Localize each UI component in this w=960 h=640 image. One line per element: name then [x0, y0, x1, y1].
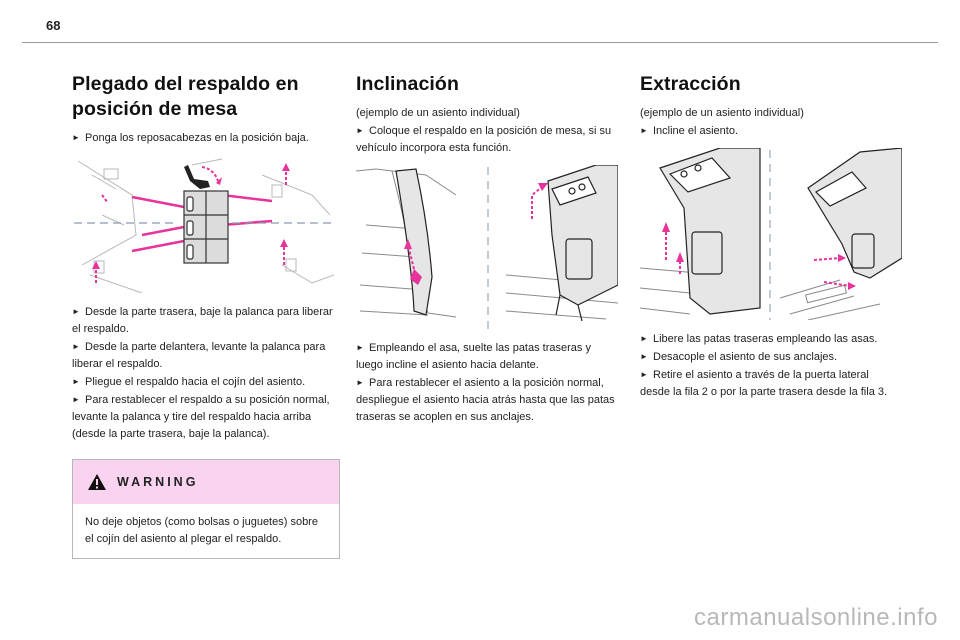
step-headrests: ► Ponga los reposacabezas en la posición … — [72, 129, 340, 147]
step-2: ► Desacople el asiento de sus anclajes. — [640, 348, 900, 366]
bullet-arrow-icon: ► — [72, 377, 80, 386]
warning-header: WARNING — [73, 460, 339, 504]
step-3: ►Retire el asiento a través de la puerta… — [640, 366, 900, 401]
step-text: Pliegue el respaldo hacia el cojín del a… — [85, 376, 306, 388]
bullet-arrow-icon: ► — [72, 342, 80, 351]
bullet-arrow-icon: ► — [640, 334, 648, 343]
step-text: Coloque el respaldo en la posición de me… — [356, 125, 612, 154]
bullet-arrow-icon: ► — [356, 343, 364, 352]
page-number: 68 — [46, 18, 61, 33]
bullet-arrow-icon: ► — [640, 352, 648, 361]
intro-step: ► Incline el asiento. — [640, 122, 900, 140]
bullet-arrow-icon: ► — [356, 378, 364, 387]
step-text: Desde la parte delantera, levante la pal… — [72, 341, 326, 370]
section-title-tilt: Inclinación — [356, 73, 459, 95]
warning-text: No deje objetos (como bolsas o juguetes)… — [85, 516, 318, 545]
bullet-arrow-icon: ► — [640, 370, 648, 379]
watermark: carmanualsonline.info — [694, 604, 938, 631]
bullet-arrow-icon: ► — [72, 133, 80, 142]
warning-triangle-icon — [88, 474, 106, 490]
bullet-arrow-icon: ► — [72, 307, 80, 316]
step-text: Para restablecer el respaldo a su posici… — [72, 394, 330, 440]
step-text: Desacople el asiento de sus anclajes. — [653, 351, 838, 363]
bullet-arrow-icon: ► — [72, 395, 80, 404]
title-line-2: posición de mesa — [72, 98, 238, 120]
warning-box: WARNING No deje objetos (como bolsas o j… — [72, 459, 340, 559]
step-1: ►Empleando el asa, suelte las patas tras… — [356, 339, 616, 374]
section-removal: Extracción (ejemplo de un asiento indivi… — [640, 72, 902, 401]
step-1: ►Desde la parte trasera, baje la palanca… — [72, 303, 340, 338]
bullet-arrow-icon: ► — [640, 126, 648, 135]
step-text: Libere las patas traseras empleando las … — [653, 333, 878, 345]
step-text: Empleando el asa, suelte las patas trase… — [356, 342, 591, 371]
section-table-position: Plegado del respaldo en posición de mesa… — [72, 72, 340, 559]
step-3: ► Pliegue el respaldo hacia el cojín del … — [72, 373, 340, 391]
step-text: Desde la parte trasera, baje la palanca … — [72, 306, 333, 335]
step-1: ► Libere las patas traseras empleando las… — [640, 330, 900, 348]
subtitle: (ejemplo de un asiento individual) — [356, 107, 520, 119]
step-2: ►Para restablecer el asiento a la posici… — [356, 374, 616, 426]
illustration-seat-folding — [74, 158, 334, 293]
title-line-1: Plegado del respaldo en — [72, 73, 299, 95]
illustration-seat-removal — [640, 148, 902, 320]
section-title-table-position: Plegado del respaldo en posición de mesa — [72, 72, 340, 122]
header-rule — [22, 42, 938, 43]
subtitle: (ejemplo de un asiento individual) — [640, 107, 804, 119]
section-tilt: Inclinación (ejemplo de un asiento indiv… — [356, 72, 618, 426]
illustration-seat-tilt — [356, 165, 618, 329]
step-2: ►Desde la parte delantera, levante la pa… — [72, 338, 340, 373]
intro-step: ►Coloque el respaldo en la posición de m… — [356, 122, 616, 157]
step-text: Ponga los reposacabezas en la posición b… — [85, 132, 309, 144]
step-4: ►Para restablecer el respaldo a su posic… — [72, 391, 340, 443]
step-text: Para restablecer el asiento a la posició… — [356, 377, 615, 423]
warning-title: WARNING — [117, 475, 199, 489]
step-text: Retire el asiento a través de la puerta … — [640, 369, 888, 398]
section-title-removal: Extracción — [640, 73, 741, 95]
step-text: Incline el asiento. — [653, 125, 738, 137]
bullet-arrow-icon: ► — [356, 126, 364, 135]
